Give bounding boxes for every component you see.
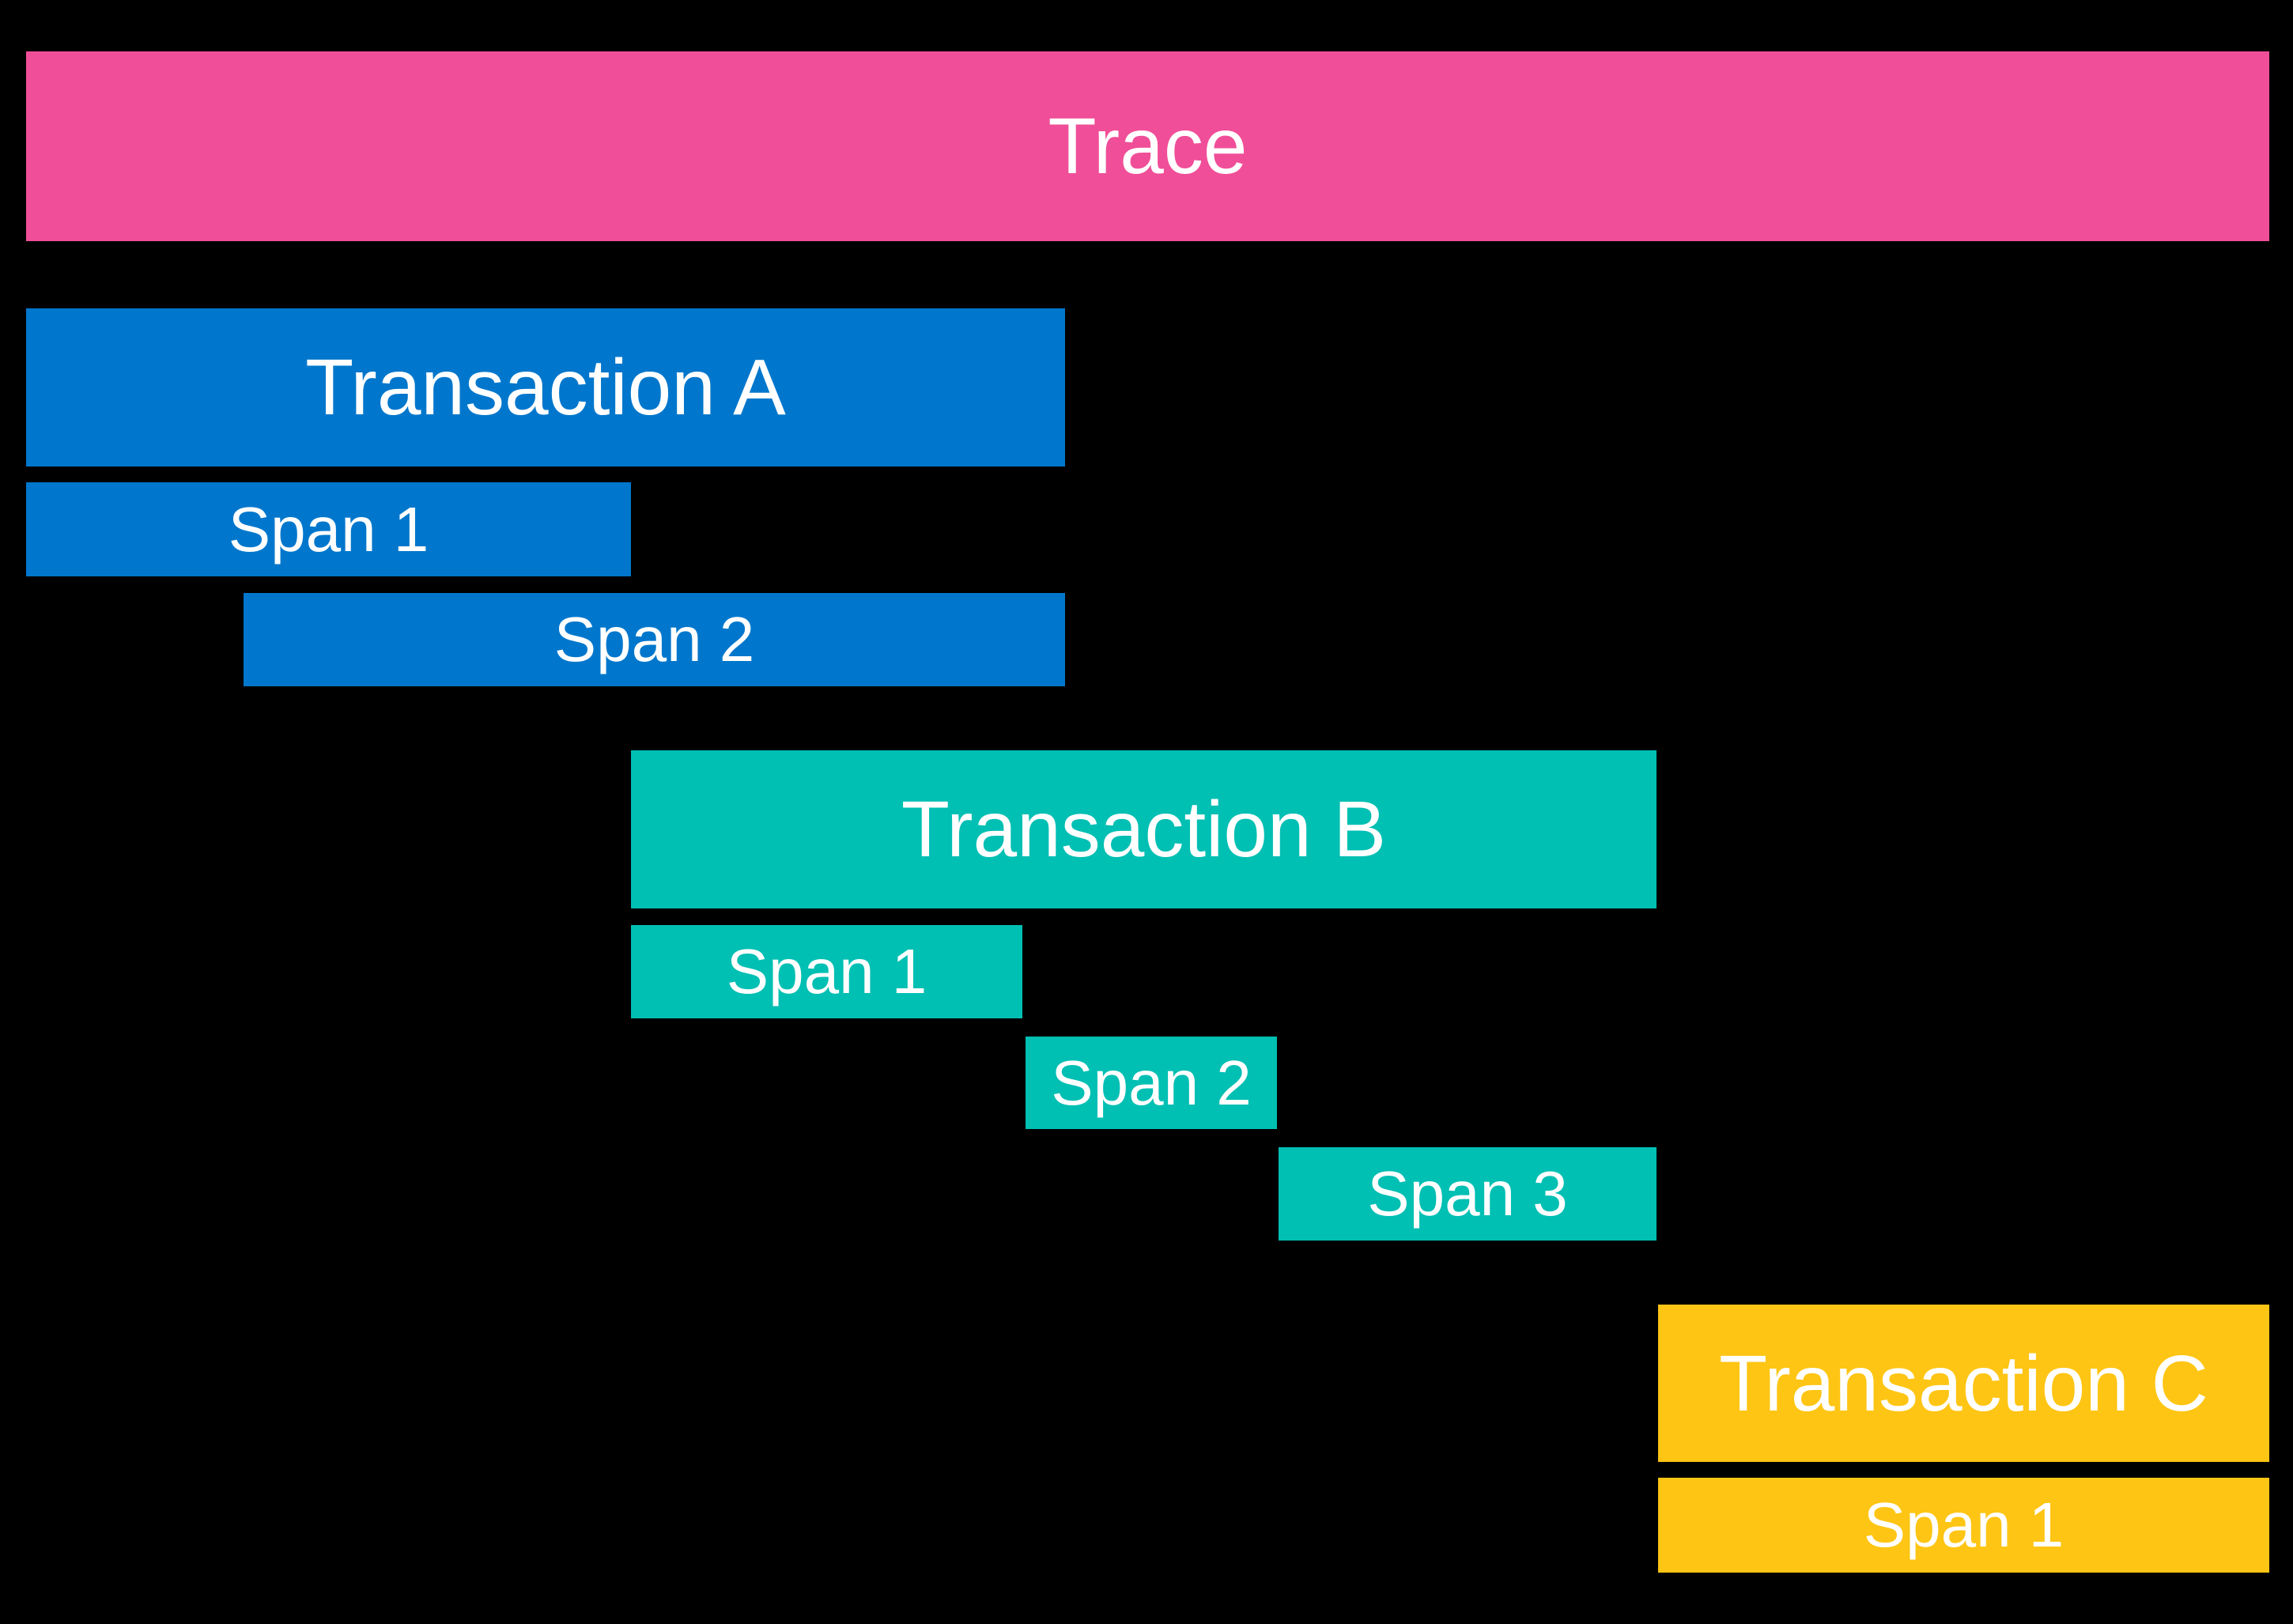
transaction-a-span-2-bar: Span 2 xyxy=(244,593,1065,686)
transaction-a-bar: Transaction A xyxy=(26,308,1065,466)
transaction-b-span-3-bar: Span 3 xyxy=(1279,1147,1656,1241)
transaction-b-span-3-label: Span 3 xyxy=(1367,1158,1568,1229)
transaction-b-label: Transaction B xyxy=(901,785,1387,874)
trace-label: Trace xyxy=(1048,102,1248,191)
transaction-b-span-1-bar: Span 1 xyxy=(631,925,1022,1018)
trace-bar: Trace xyxy=(26,51,2269,241)
transaction-b-span-2-label: Span 2 xyxy=(1051,1047,1252,1118)
transaction-b-span-2-bar: Span 2 xyxy=(1026,1037,1277,1129)
transaction-b-span-1-label: Span 1 xyxy=(726,936,927,1007)
transaction-a-span-2-label: Span 2 xyxy=(553,604,755,674)
transaction-a-span-1-bar: Span 1 xyxy=(26,482,631,576)
transaction-b-bar: Transaction B xyxy=(631,750,1656,908)
transaction-c-span-1-label: Span 1 xyxy=(1863,1490,2064,1560)
transaction-c-span-1-bar: Span 1 xyxy=(1658,1478,2269,1573)
transaction-a-label: Transaction A xyxy=(305,343,786,432)
transaction-c-label: Transaction C xyxy=(1719,1339,2208,1428)
transaction-a-span-1-label: Span 1 xyxy=(228,493,429,565)
transaction-c-bar: Transaction C xyxy=(1658,1305,2269,1462)
